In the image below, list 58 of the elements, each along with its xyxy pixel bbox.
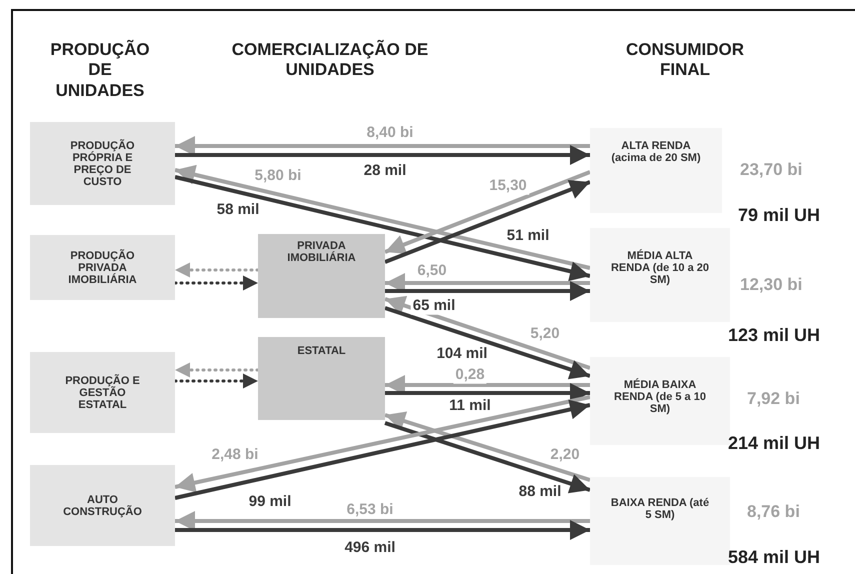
category-box — [30, 352, 175, 433]
category-box — [258, 234, 385, 318]
node-label: PRODUÇÃO E GESTÃO ESTATAL — [64, 374, 141, 410]
node-label: MÉDIA BAIXA RENDA (de 5 a 10 SM) — [613, 379, 707, 415]
node-label: PRIVADA IMOBILIÁRIA — [286, 240, 357, 264]
category-box — [258, 337, 385, 420]
units-text: 584 mil UH — [728, 547, 820, 568]
arrow — [384, 306, 591, 380]
arrow — [174, 175, 590, 282]
category-box — [30, 235, 175, 300]
value-text: 12,30 bi — [740, 275, 802, 295]
value-text: 7,92 bi — [747, 389, 800, 409]
arrow — [175, 145, 590, 165]
category-box — [590, 228, 730, 322]
dotted-arrow — [174, 374, 260, 388]
arrow — [384, 180, 591, 264]
node-label: BAIXA RENDA (até 5 SM) — [610, 497, 710, 521]
arrow — [384, 421, 591, 494]
edge-label: 65 mil — [410, 298, 458, 314]
units-text: 79 mil UH — [738, 205, 820, 226]
column-heading: COMERCIALIZAÇÃO DE UNIDADES — [230, 40, 430, 81]
node-label: ALTA RENDA (acima de 20 SM) — [610, 140, 702, 164]
node-label: ESTATAL — [296, 345, 347, 357]
arrow — [175, 520, 590, 540]
edge-label: 6,53 bi — [344, 502, 396, 518]
column-heading: PRODUÇÃO DE UNIDADES — [49, 40, 151, 102]
category-box — [590, 128, 722, 213]
node-label: AUTO CONSTRUÇÃO — [62, 494, 143, 518]
edge-label: 2,48 bi — [210, 446, 260, 464]
category-box — [30, 122, 175, 205]
category-box — [590, 477, 730, 565]
arrow — [384, 170, 591, 254]
edge-label: 0,28 — [453, 366, 487, 384]
category-box — [590, 357, 730, 445]
edge-label: 2,20 — [548, 446, 582, 464]
arrow — [384, 412, 591, 482]
column-heading: CONSUMIDOR FINAL — [624, 40, 746, 81]
arrow — [175, 511, 590, 531]
edge-label: 5,20 — [528, 326, 562, 342]
arrow — [384, 296, 591, 370]
node-label: PRODUÇÃO PRIVADA IMOBILIÁRIA — [67, 250, 138, 286]
value-text: 23,70 bi — [740, 160, 802, 180]
node-label: MÉDIA ALTA RENDA (de 10 a 20 SM) — [610, 250, 710, 286]
dotted-arrow — [174, 276, 260, 290]
arrow — [175, 136, 590, 156]
dotted-arrow — [174, 362, 260, 378]
units-text: 214 mil UH — [728, 433, 820, 454]
edge-label: 5,80 bi — [252, 168, 304, 184]
dotted-arrow — [174, 262, 260, 278]
value-text: 8,76 bi — [747, 502, 800, 522]
edge-label: 8,40 bi — [364, 124, 416, 142]
edge-label: 15,30 — [487, 178, 529, 194]
arrow — [174, 164, 590, 270]
units-text: 123 mil UH — [728, 325, 820, 346]
edge-label: 6,50 — [415, 262, 449, 280]
arrow — [385, 281, 590, 301]
category-box — [30, 465, 175, 546]
node-label: PRODUÇÃO PRÓPRIA E PREÇO DE CUSTO — [69, 140, 136, 188]
